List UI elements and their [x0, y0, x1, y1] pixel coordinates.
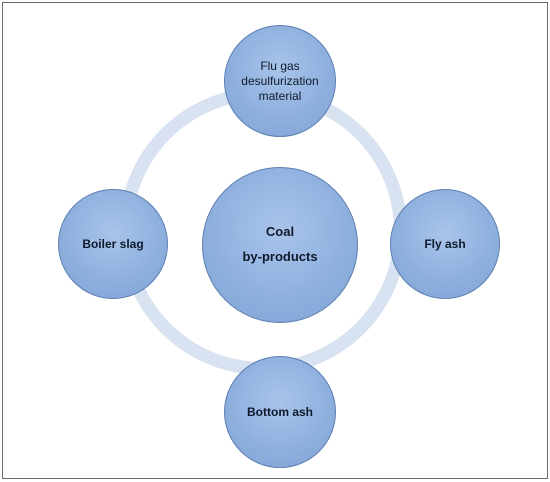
top-node-label: Flu gas desulfurization material [241, 58, 319, 103]
node-boiler-slag: Boiler slag [58, 189, 168, 299]
node-fly-ash: Fly ash [390, 189, 500, 299]
right-node-label: Fly ash [424, 236, 466, 251]
center-node-label: Coal by-products [242, 224, 318, 264]
node-flu-gas-desulfurization-material: Flu gas desulfurization material [224, 25, 336, 137]
node-bottom-ash: Bottom ash [224, 356, 336, 468]
center-node-coal-by-products: Coal by-products [202, 167, 358, 323]
left-node-label: Boiler slag [82, 236, 144, 251]
bottom-node-label: Bottom ash [247, 404, 313, 419]
